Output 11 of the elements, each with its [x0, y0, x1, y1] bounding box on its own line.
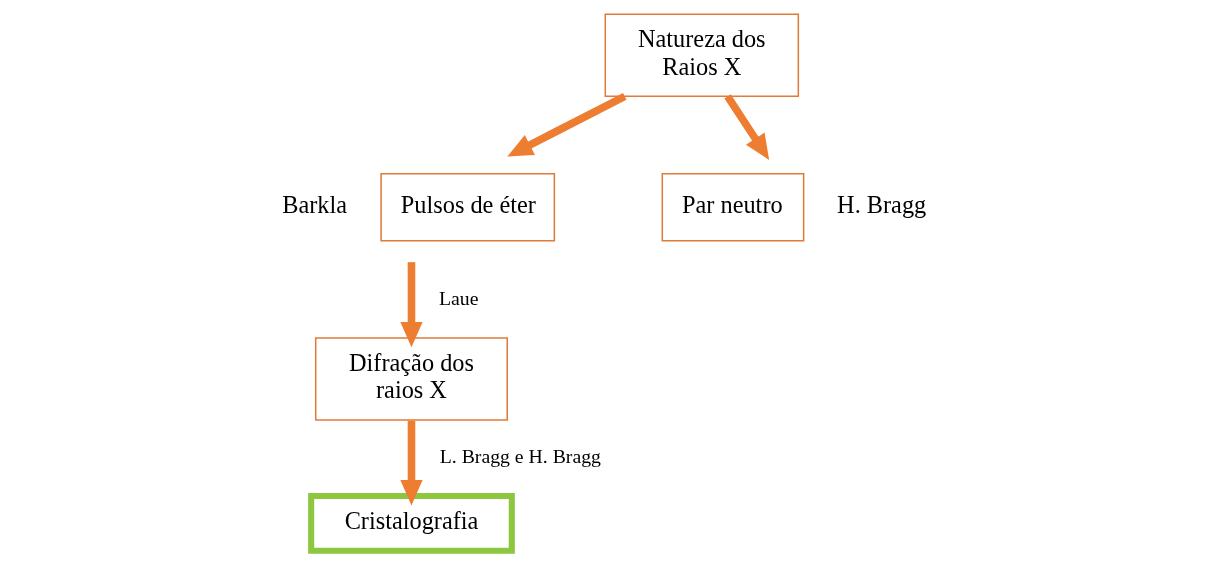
edge-label: Laue: [439, 287, 479, 310]
node-label: Barkla: [282, 191, 348, 219]
node-box: Cristalografia: [308, 493, 515, 554]
edge-label: L. Bragg e H. Bragg: [439, 445, 601, 468]
node-box: Pulsos de éter: [380, 173, 556, 242]
arrow: [507, 92, 627, 157]
node-box: Difração dos raios X: [314, 337, 508, 421]
node-box: Par neutro: [661, 173, 805, 242]
node-box: Natureza dos Raios X: [604, 13, 800, 98]
arrow: [724, 94, 770, 160]
node-label: H. Bragg: [837, 191, 927, 219]
